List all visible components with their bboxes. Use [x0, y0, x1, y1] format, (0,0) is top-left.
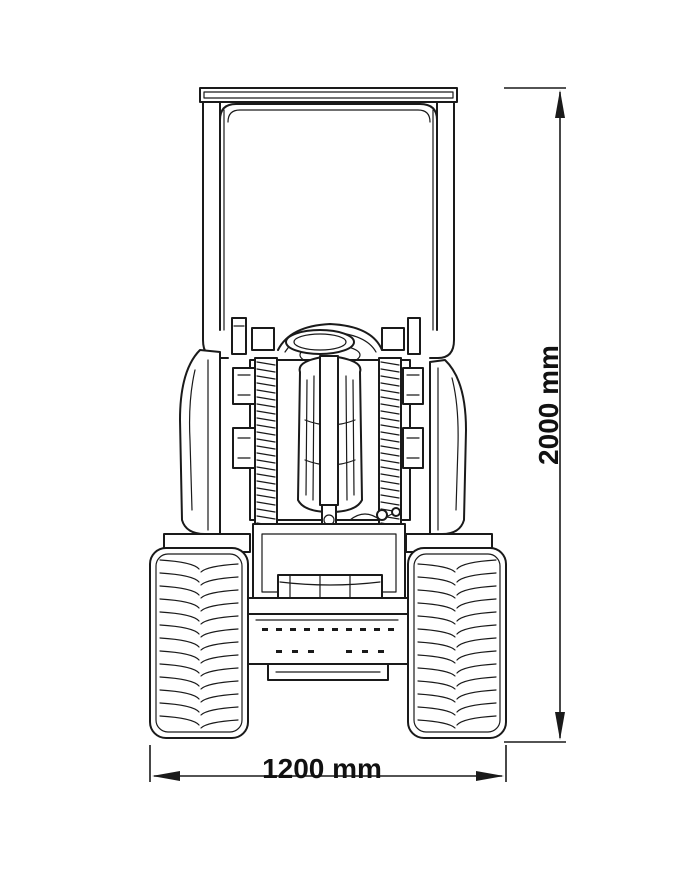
frame-bolt-hole [262, 628, 268, 631]
right-tire [407, 547, 507, 739]
frame-bolt-hole [374, 628, 380, 631]
width-arrow-left [152, 771, 180, 781]
height-arrow-bottom [555, 712, 565, 740]
frame-bolt-hole [292, 650, 298, 653]
right-lift-arm [378, 317, 424, 559]
height-arrow-top [555, 90, 565, 118]
frame-bolt-hole [318, 628, 324, 631]
left-body-fender [179, 349, 221, 535]
frame-bolt-hole [362, 650, 368, 653]
height-label: 2000 mm [533, 345, 564, 465]
frame-bolt-hole [308, 650, 314, 653]
frame-bolt-hole [276, 628, 282, 631]
right-body-fender [429, 359, 467, 535]
steering-wheel [285, 329, 355, 355]
frame-bolt-hole [304, 628, 310, 631]
frame-bolt-hole [332, 628, 338, 631]
height-dimension: 2000 mm [504, 87, 566, 743]
frame-bolt-hole [346, 628, 352, 631]
frame-bolt-hole [346, 650, 352, 653]
width-arrow-right [476, 771, 504, 781]
frame-bolt-hole [290, 628, 296, 631]
front-axle-frame [245, 597, 413, 681]
width-label: 1200 mm [262, 753, 382, 784]
attachment-plate [252, 523, 406, 601]
frame-bolt-hole [276, 650, 282, 653]
hydraulic-fittings [349, 507, 401, 521]
width-dimension: 1200 mm [149, 745, 507, 784]
frame-bolt-hole [388, 628, 394, 631]
left-tire [149, 547, 249, 739]
left-lift-arm [231, 317, 278, 559]
frame-bolt-hole [360, 628, 366, 631]
frame-bolt-hole [378, 650, 384, 653]
